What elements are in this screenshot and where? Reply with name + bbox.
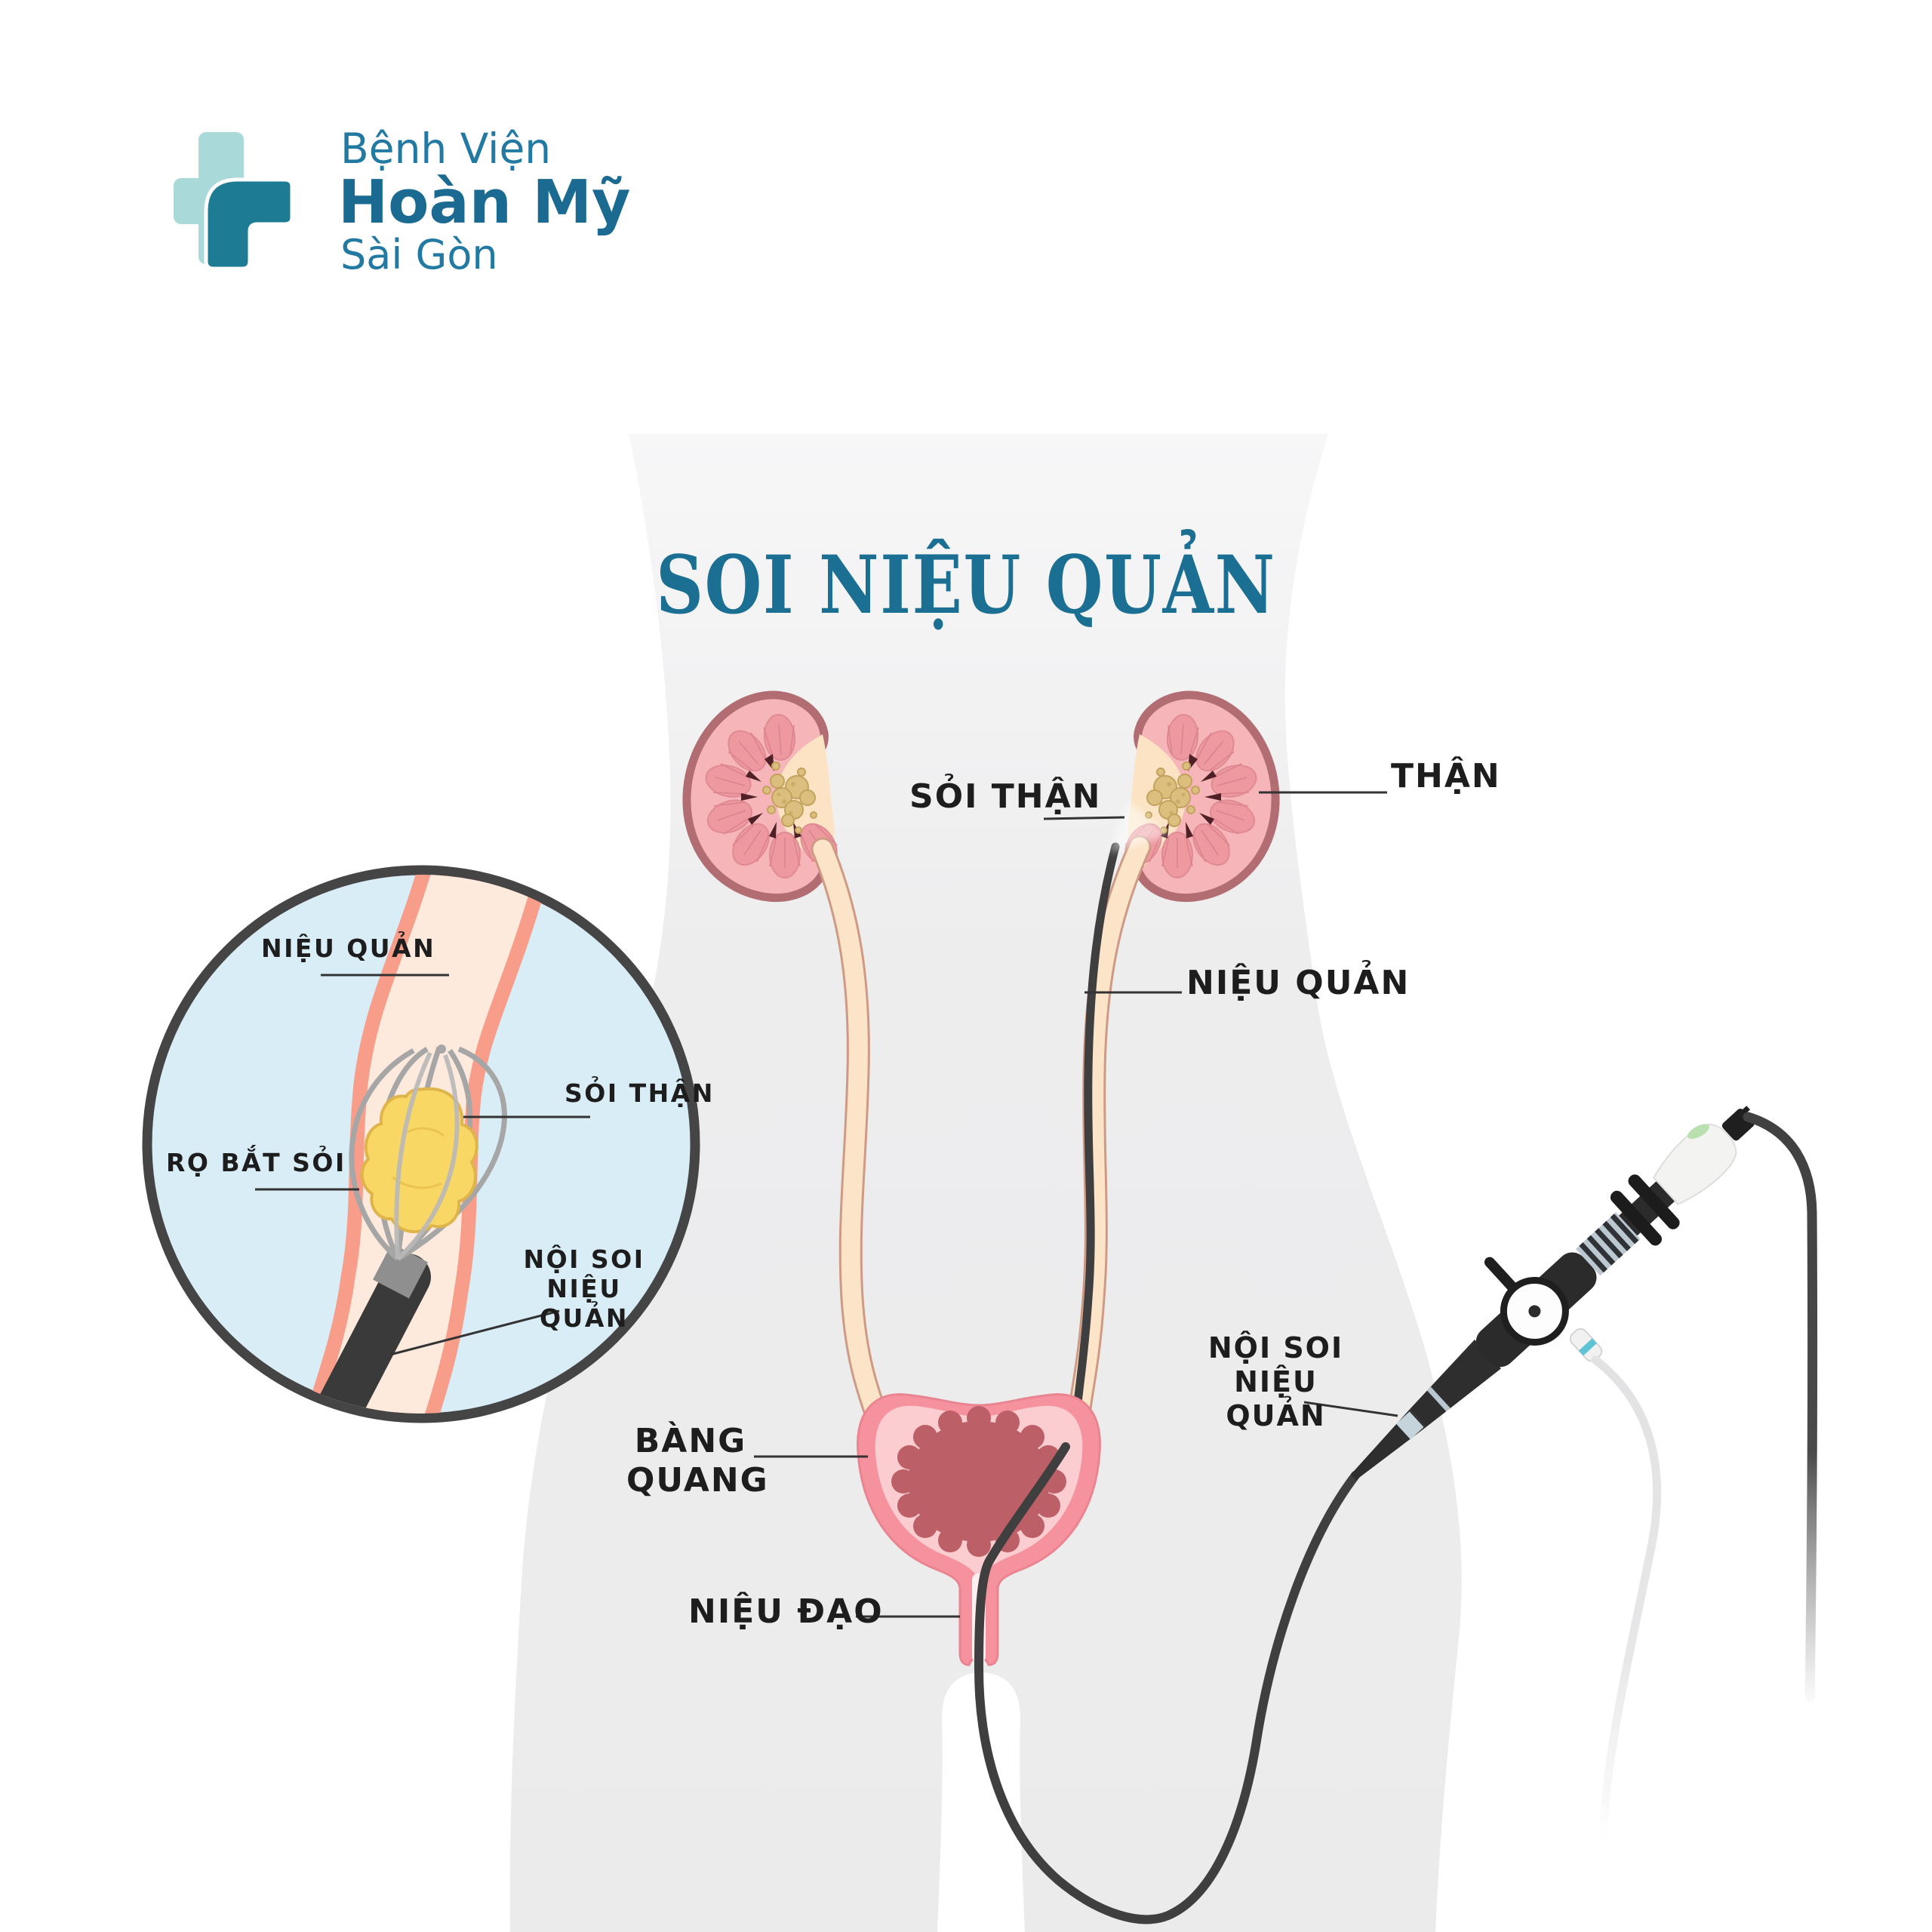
inset-label-ureteroscope: NỘI SOI NIỆU QUẢN xyxy=(523,1244,645,1333)
label-kidney-stone: SỎI THẬN xyxy=(909,777,1102,816)
inset-scope xyxy=(288,1243,431,1414)
inset-label-kidney-stone: SỎI THẬN xyxy=(565,1078,715,1108)
inset-circle xyxy=(142,865,700,1423)
label-ureteroscope: NỘI SOI NIỆU QUẢN xyxy=(1208,1331,1344,1432)
endoscope-wire-main xyxy=(974,1442,1360,1924)
device-eyepiece xyxy=(1652,1123,1737,1205)
inset-label-stone-basket: RỌ BẮT SỎI xyxy=(166,1148,346,1177)
pubic-highlight xyxy=(937,1672,1025,1932)
device-cable-white xyxy=(1591,1355,1662,1844)
endoscope-wire-ureter xyxy=(1072,842,1120,1426)
hospital-logo-cross xyxy=(174,132,294,271)
bladder-interior xyxy=(891,1406,1066,1557)
scope-blue-band xyxy=(1395,1411,1424,1440)
logo-hospital-branch: Sài Gòn xyxy=(340,231,498,278)
label-bladder: BÀNG QUANG xyxy=(626,1422,769,1500)
label-ureter: NIỆU QUẢN xyxy=(1186,964,1411,1002)
logo-hospital-prefix: Bệnh Viện xyxy=(340,125,552,173)
ureter-left xyxy=(811,837,891,1434)
ureteroscope-device xyxy=(1350,1106,1758,1481)
page-title: SOI NIỆU QUẢN xyxy=(656,537,1276,632)
logo-hospital-name: Hoàn Mỹ xyxy=(338,168,631,237)
label-urethra: NIỆU ĐẠO xyxy=(688,1592,884,1631)
leader-lines xyxy=(255,791,1398,1618)
device-cable-dark xyxy=(1743,1112,1818,1703)
ureter-right xyxy=(1066,835,1152,1434)
label-kidney: THẬN xyxy=(1391,757,1501,795)
inset-label-ureter: NIỆU QUẢN xyxy=(261,934,436,963)
scope-light-cone xyxy=(1109,801,1168,853)
bladder xyxy=(857,1393,1101,1666)
